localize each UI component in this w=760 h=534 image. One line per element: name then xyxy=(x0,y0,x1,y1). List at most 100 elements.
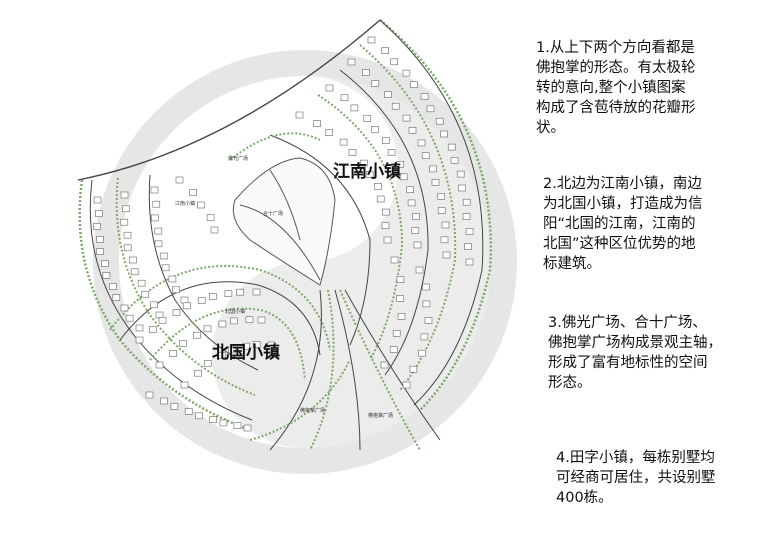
villa-block xyxy=(339,138,348,146)
villa-block xyxy=(109,283,117,290)
villa-block xyxy=(193,331,201,339)
villa-block xyxy=(154,227,163,235)
villa-block xyxy=(175,176,184,184)
villa-block xyxy=(429,165,437,173)
villa-block xyxy=(172,286,180,294)
villa-block xyxy=(441,221,450,229)
villa-block xyxy=(120,304,129,312)
villa-block xyxy=(267,341,276,349)
villa-block xyxy=(431,179,440,186)
villa-block xyxy=(371,126,379,133)
villa-block xyxy=(384,91,392,98)
villa-block xyxy=(413,241,422,249)
villa-block xyxy=(409,365,418,373)
villa-block xyxy=(209,416,217,423)
villa-block xyxy=(396,276,405,283)
villa-block xyxy=(402,381,411,389)
villa-block xyxy=(387,149,396,156)
villa-block xyxy=(383,236,392,244)
villa-block xyxy=(161,264,170,272)
note-1: 1.从上下两个方向看都是 佛抱掌的形态。有太极轮 转的意向,整个小镇图案 构成了… xyxy=(536,40,696,136)
villa-block xyxy=(456,170,465,178)
villa-block xyxy=(243,424,252,432)
villa-block xyxy=(399,173,408,181)
villa-block xyxy=(392,329,401,337)
villa-block xyxy=(374,183,382,190)
villa-block xyxy=(101,260,109,267)
villa-block xyxy=(122,205,130,213)
villa-blocks xyxy=(93,36,474,432)
plaza-label-fobaozhang-2: 佛抱掌广场 xyxy=(368,412,393,419)
villa-block xyxy=(340,94,349,101)
villa-block xyxy=(150,186,159,194)
villa-block xyxy=(209,293,217,300)
villa-block xyxy=(129,256,137,264)
villa-block xyxy=(96,248,104,255)
villa-block xyxy=(130,268,139,276)
south-town-label: 北国小镇 xyxy=(212,342,280,363)
villa-block xyxy=(194,369,202,377)
villa-block xyxy=(415,266,424,274)
villa-block xyxy=(391,102,400,110)
villa-block xyxy=(371,80,380,87)
villa-block xyxy=(169,350,177,357)
villa-block xyxy=(418,349,426,357)
villa-block xyxy=(151,214,159,222)
villa-block xyxy=(422,283,430,291)
villa-block xyxy=(420,93,429,100)
villa-block xyxy=(465,228,474,235)
villa-block xyxy=(152,200,161,208)
villa-block xyxy=(123,244,132,252)
site-plan: 佛光广场 合十广场 佛抱掌广场 佛抱掌广场 江南小镇 北国小镇 江南小镇 北国小… xyxy=(77,19,517,474)
villa-block xyxy=(224,290,233,298)
villa-block xyxy=(236,288,244,296)
villa-block xyxy=(170,403,179,410)
villa-block xyxy=(435,117,444,125)
villa-block xyxy=(350,104,359,112)
plaza-label-heshi: 合十广场 xyxy=(263,210,283,217)
villa-block xyxy=(380,361,389,369)
villa-block xyxy=(447,143,456,151)
villa-block xyxy=(180,381,189,389)
villa-block xyxy=(197,297,206,304)
villa-block xyxy=(96,236,104,243)
villa-block xyxy=(252,341,261,348)
villa-block xyxy=(141,290,150,298)
villa-block xyxy=(228,346,236,354)
villa-block xyxy=(95,210,103,217)
villa-block xyxy=(464,243,472,250)
villa-block xyxy=(325,129,333,136)
villa-block xyxy=(112,294,121,301)
villa-block xyxy=(245,316,254,323)
villa-block xyxy=(411,227,420,234)
villa-block xyxy=(210,226,219,234)
villa-block xyxy=(154,240,163,248)
villa-block xyxy=(462,213,471,220)
villa-block xyxy=(367,36,376,44)
villa-block xyxy=(325,84,334,92)
note-4: 4.田字小镇，每栋别墅均 可经商可居住，共设别墅 400栋。 xyxy=(556,450,716,506)
villa-block xyxy=(348,149,357,156)
villa-block xyxy=(145,391,154,399)
villa-block xyxy=(437,193,445,200)
villa-block xyxy=(450,157,459,164)
villa-block xyxy=(257,316,266,324)
villa-block xyxy=(376,195,385,203)
villa-block xyxy=(168,275,177,283)
villa-block xyxy=(155,361,164,369)
villa-block xyxy=(408,127,417,134)
villa-block xyxy=(440,236,449,244)
villa-block xyxy=(183,302,191,310)
villa-block xyxy=(442,251,451,259)
villa-block xyxy=(437,207,446,214)
villa-block xyxy=(217,352,226,359)
villa-block xyxy=(230,317,238,325)
villa-block xyxy=(382,137,390,144)
villa-block xyxy=(410,81,418,88)
villa-block xyxy=(137,279,146,287)
villa-block xyxy=(189,189,197,196)
villa-block xyxy=(365,171,374,178)
villa-block xyxy=(426,105,435,113)
villa-block xyxy=(219,419,228,427)
villa-block xyxy=(102,271,111,279)
